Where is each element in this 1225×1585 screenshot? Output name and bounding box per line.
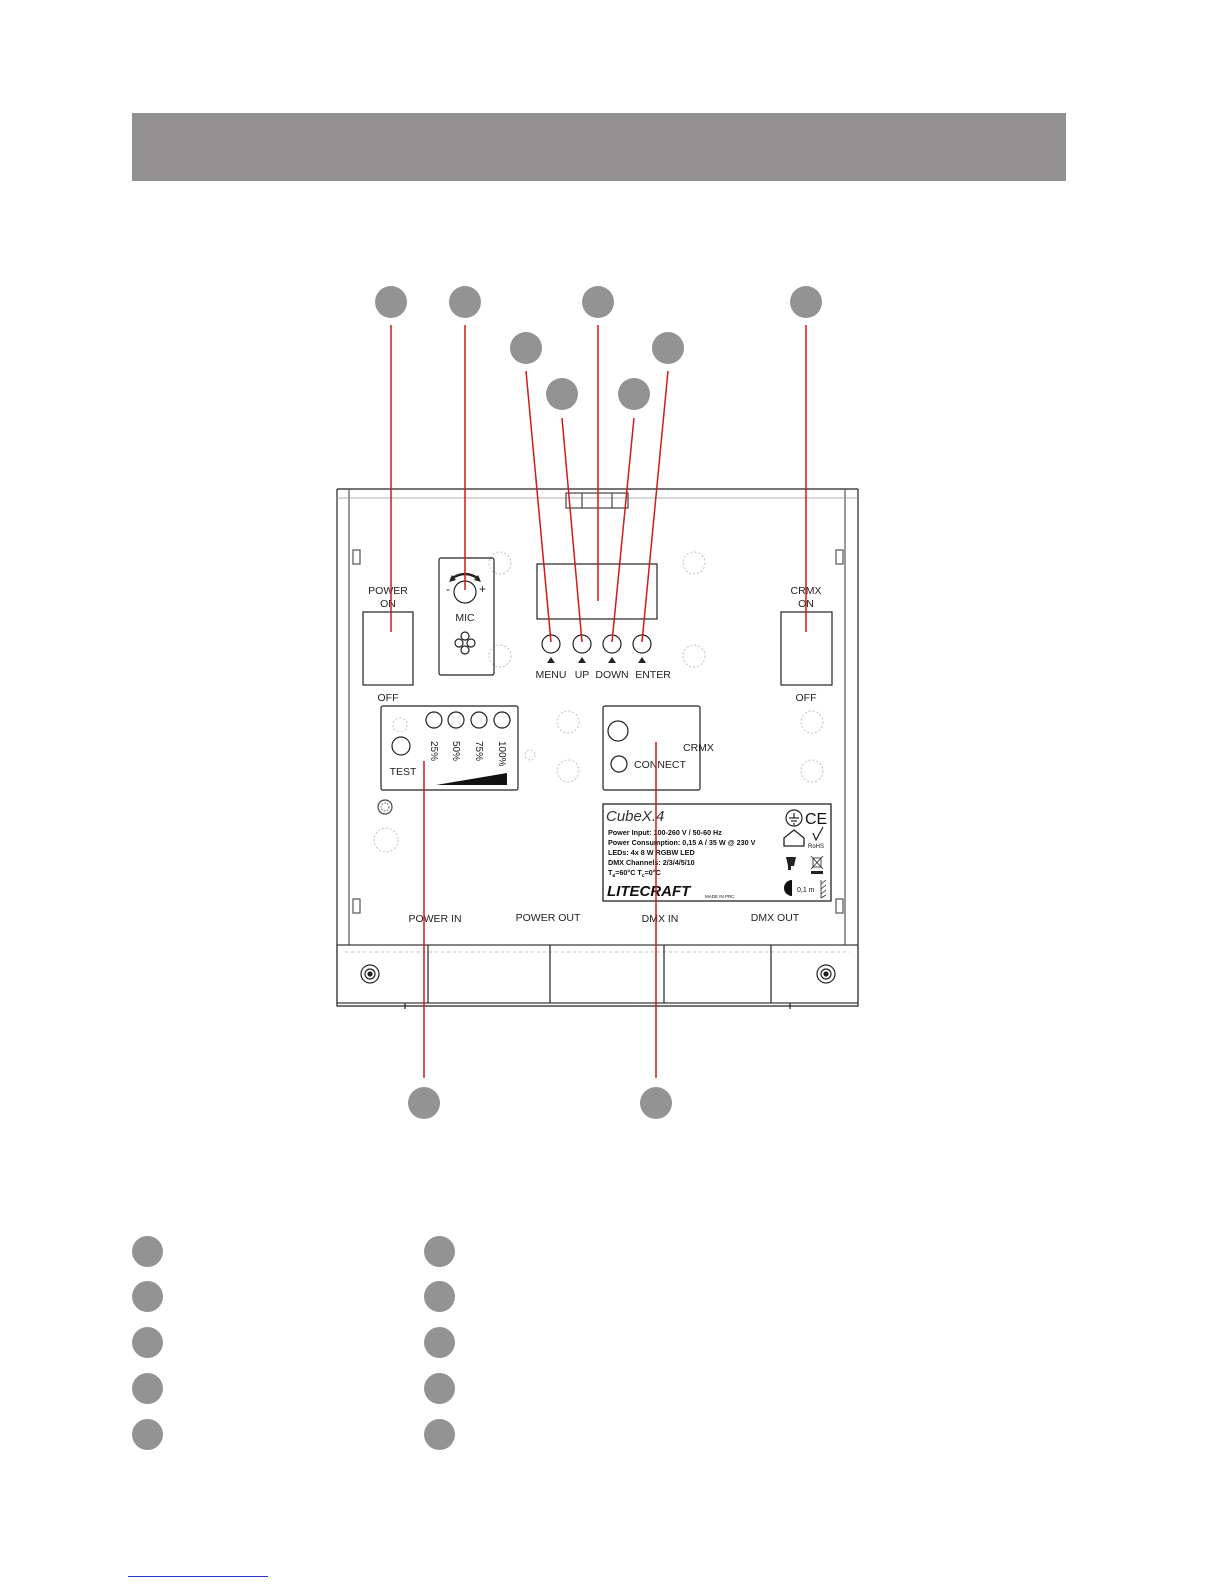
power-switch[interactable]: POWER ON OFF bbox=[362, 585, 414, 704]
rohs-check-icon bbox=[812, 826, 824, 842]
level-25-led bbox=[425, 711, 443, 729]
mounting-holes bbox=[373, 551, 824, 853]
microphone-holes-icon bbox=[454, 631, 476, 655]
rating-label: CubeX.4 Power Input: 100-260 V / 50-60 H… bbox=[602, 803, 832, 902]
brand-logo: LITECRAFT bbox=[607, 883, 692, 900]
rotate-left-arrow-icon bbox=[449, 575, 456, 582]
control-buttons: MENU UP DOWN ENTER bbox=[536, 634, 671, 681]
menu-button[interactable]: MENU bbox=[536, 634, 567, 681]
legend-marker bbox=[132, 1327, 163, 1358]
ground-symbol-icon bbox=[785, 809, 803, 827]
legend-marker bbox=[132, 1236, 163, 1267]
callout-leader-lines bbox=[390, 325, 807, 1078]
ce-mark: CE bbox=[805, 811, 827, 828]
up-button-arrow-icon bbox=[578, 657, 586, 663]
mic-label: MIC bbox=[455, 612, 475, 624]
level-75-led bbox=[470, 711, 488, 729]
test-button-label: TEST bbox=[390, 766, 417, 778]
power-switch-title: POWER bbox=[368, 585, 408, 597]
min-distance-label: 0,1 m bbox=[797, 887, 815, 894]
down-button-arrow-icon bbox=[608, 657, 616, 663]
rohs-label: RoHS bbox=[808, 844, 824, 850]
callout-marker bbox=[510, 332, 542, 364]
spec-power-consumption: Power Consumption: 0,15 A / 35 W @ 230 V bbox=[608, 838, 756, 847]
enter-button-label: ENTER bbox=[635, 669, 671, 681]
callout-marker bbox=[618, 378, 650, 410]
level-50-led bbox=[447, 711, 465, 729]
mic-minus-label: - bbox=[446, 582, 450, 596]
port-dmx-in-label: DMX IN bbox=[642, 913, 679, 925]
test-panel: TEST 25% 50% 75% 100% bbox=[380, 705, 519, 791]
callout-marker bbox=[582, 286, 614, 318]
legend-marker bbox=[132, 1281, 163, 1312]
level-100-label: 100% bbox=[496, 741, 507, 767]
legend-marker bbox=[424, 1236, 455, 1267]
crmx-panel-label: CRMX bbox=[683, 742, 714, 754]
level-75-label: 75% bbox=[473, 741, 484, 761]
menu-button-label: MENU bbox=[536, 669, 567, 681]
crmx-connect-panel: CRMX CONNECT bbox=[602, 705, 714, 791]
mic-sensitivity-panel[interactable]: - + MIC bbox=[438, 557, 495, 676]
crmx-switch-off-label: OFF bbox=[796, 692, 817, 704]
down-button-label: DOWN bbox=[595, 669, 628, 681]
enter-button-arrow-icon bbox=[638, 657, 646, 663]
power-switch-on-label: ON bbox=[380, 598, 396, 610]
callout-marker bbox=[408, 1087, 440, 1119]
legend-marker bbox=[132, 1419, 163, 1450]
level-ramp-icon bbox=[436, 773, 507, 785]
enter-button[interactable]: ENTER bbox=[632, 634, 671, 681]
test-button[interactable] bbox=[391, 736, 411, 756]
menu-button-arrow-icon bbox=[547, 657, 555, 663]
legend-marker bbox=[424, 1281, 455, 1312]
spec-dmx-channels: DMX Channels: 2/3/4/5/10 bbox=[608, 858, 695, 867]
section-header-bar bbox=[132, 113, 1066, 181]
crmx-connect-button[interactable] bbox=[610, 755, 628, 773]
crmx-connect-label: CONNECT bbox=[634, 759, 687, 771]
port-dmx-out-label: DMX OUT bbox=[751, 912, 800, 924]
port-labels: POWER IN POWER OUT DMX IN DMX OUT bbox=[408, 912, 799, 925]
callout-marker bbox=[449, 286, 481, 318]
min-distance-icon bbox=[784, 880, 792, 896]
legend-marker bbox=[132, 1373, 163, 1404]
wall-hatch-icon bbox=[820, 879, 827, 899]
port-power-in-label: POWER IN bbox=[408, 913, 461, 925]
power-switch-off-label: OFF bbox=[378, 692, 399, 704]
callout-marker bbox=[640, 1087, 672, 1119]
screw-hole bbox=[377, 799, 393, 815]
legend-marker bbox=[424, 1419, 455, 1450]
mic-plus-label: + bbox=[479, 582, 486, 596]
indoor-use-icon bbox=[783, 829, 805, 847]
model-name: CubeX.4 bbox=[606, 808, 664, 825]
up-button-label: UP bbox=[575, 669, 590, 681]
legend-marker bbox=[424, 1327, 455, 1358]
level-100-led bbox=[493, 711, 511, 729]
spec-power-input: Power Input: 100-260 V / 50-60 Hz bbox=[608, 828, 722, 837]
callout-marker bbox=[375, 286, 407, 318]
rotate-right-arrow-icon bbox=[474, 575, 481, 582]
spec-temperature: Ta=60°C Tc=0°C bbox=[608, 868, 661, 879]
weee-bin-icon bbox=[810, 855, 824, 874]
callout-marker bbox=[652, 332, 684, 364]
legend-marker bbox=[424, 1373, 455, 1404]
level-50-label: 50% bbox=[450, 741, 461, 761]
level-25-label: 25% bbox=[428, 741, 439, 761]
crmx-status-led bbox=[607, 720, 629, 742]
port-power-out-label: POWER OUT bbox=[516, 912, 581, 924]
callout-marker bbox=[790, 286, 822, 318]
display-window bbox=[536, 563, 658, 620]
footer-link-underline bbox=[128, 1576, 268, 1577]
callout-markers bbox=[375, 286, 822, 1119]
made-in-label: MADE IN PRC bbox=[705, 894, 735, 899]
fuse-icon bbox=[786, 857, 796, 870]
spec-leds: LEDs: 4x 8 W RGBW LED bbox=[608, 848, 695, 857]
callout-marker bbox=[546, 378, 578, 410]
